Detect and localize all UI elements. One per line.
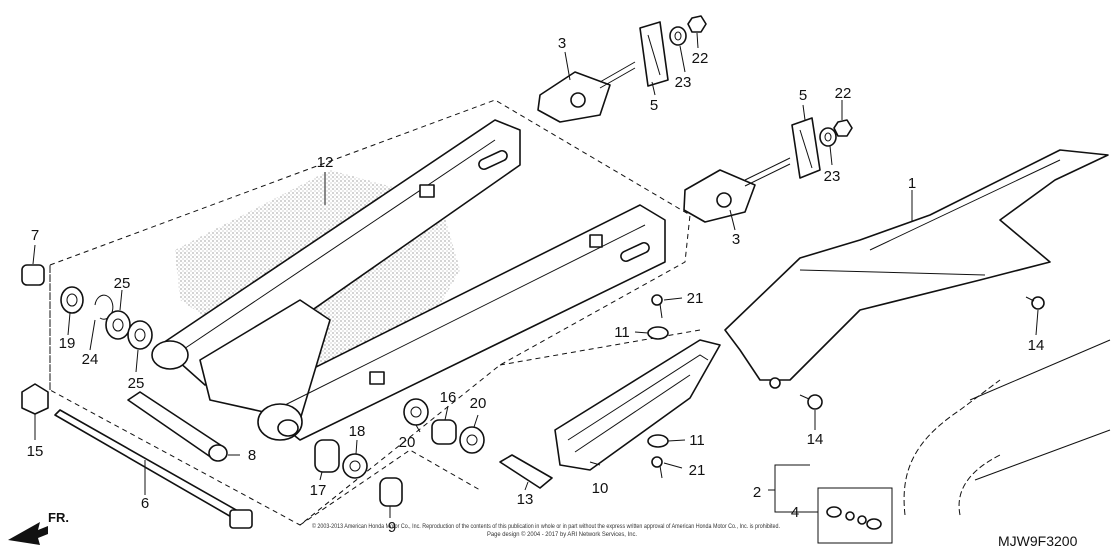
- bolt-14-lower: [799, 394, 823, 410]
- callout: 21: [687, 290, 704, 307]
- chain-adjuster-upper: [537, 61, 636, 123]
- pivot-bolt-6: [54, 409, 253, 529]
- callout: 1: [908, 175, 916, 192]
- callout: 19: [59, 335, 76, 352]
- callout: 25: [114, 275, 131, 292]
- callout: 14: [807, 431, 824, 448]
- callout: 13: [517, 491, 534, 508]
- callout: 15: [27, 443, 44, 460]
- collar-13: [499, 454, 553, 489]
- callout: 21: [689, 462, 706, 479]
- callout: 9: [388, 519, 396, 536]
- callout-numbers: 1 2 3 3 4 5 5 6 7 8 9 10 11 11 12 13 14 …: [27, 35, 1045, 536]
- collar-9: [379, 477, 403, 507]
- callout: 20: [399, 434, 416, 451]
- washer-23-lower: [819, 127, 837, 147]
- callout: 3: [732, 231, 740, 248]
- circlip-24: [94, 294, 114, 320]
- callout: 22: [835, 85, 852, 102]
- swingarm: [151, 119, 666, 441]
- screw-21-upper: [651, 294, 663, 319]
- leader-lines: [32, 32, 1039, 518]
- callout: 2: [753, 484, 761, 501]
- callout: 20: [470, 395, 487, 412]
- collar-16: [431, 419, 457, 445]
- adjuster-group-frame: [499, 329, 701, 366]
- callout: 10: [592, 480, 609, 497]
- drive-chain: [903, 339, 1111, 516]
- callout: 18: [349, 423, 366, 440]
- callout: 16: [440, 389, 457, 406]
- copyright-line-1: © 2003-2013 American Honda Motor Co., In…: [312, 523, 780, 530]
- callout: 6: [141, 495, 149, 512]
- callout: 23: [675, 74, 692, 91]
- callout: 3: [558, 35, 566, 52]
- swingarm-group-frame: [49, 99, 691, 526]
- chain-case: [724, 149, 1109, 389]
- screw-21-lower: [651, 456, 663, 479]
- bearing-20-b: [459, 426, 485, 454]
- bearing-25-a: [105, 310, 131, 340]
- front-direction-arrow: [8, 522, 48, 545]
- callout: 7: [31, 227, 39, 244]
- front-direction-label: FR.: [48, 510, 69, 525]
- master-link-parts: [826, 506, 882, 530]
- master-link-box: [817, 487, 893, 544]
- callout: 24: [82, 351, 99, 368]
- nut-22-upper: [687, 15, 707, 33]
- chain-adjuster-lower: [683, 157, 791, 223]
- callout: 12: [317, 154, 334, 171]
- washer-23-upper: [669, 26, 687, 46]
- bearing-18: [342, 453, 368, 479]
- collar-17: [314, 439, 340, 473]
- callout: 23: [824, 168, 841, 185]
- callout: 5: [799, 87, 807, 104]
- callout: 22: [692, 50, 709, 67]
- callout: 5: [650, 97, 658, 114]
- adjuster-plate-lower: [791, 117, 821, 179]
- callout: 25: [128, 375, 145, 392]
- copyright-line-2: Page design © 2004 - 2017 by ARI Network…: [487, 531, 637, 538]
- callout: 14: [1028, 337, 1045, 354]
- chain-slider: [554, 339, 721, 471]
- pivot-collar-8: [127, 391, 228, 462]
- callout: 11: [614, 324, 630, 341]
- seal-19: [60, 286, 84, 314]
- bearing-20-a: [403, 398, 429, 426]
- callout: 17: [310, 482, 327, 499]
- bolt-14-right: [1025, 296, 1045, 310]
- cap-7: [21, 264, 45, 286]
- bearing-25-b: [127, 320, 153, 350]
- nut-22-lower: [833, 119, 853, 137]
- grommet-11-upper: [647, 326, 669, 340]
- grommet-11-lower: [647, 434, 669, 448]
- callout: 8: [248, 447, 256, 464]
- nut-15: [21, 383, 49, 415]
- callout: 11: [689, 432, 705, 449]
- adjuster-plate-upper: [639, 21, 669, 87]
- diagram-code: MJW9F3200: [998, 533, 1078, 549]
- callout: 4: [791, 504, 799, 521]
